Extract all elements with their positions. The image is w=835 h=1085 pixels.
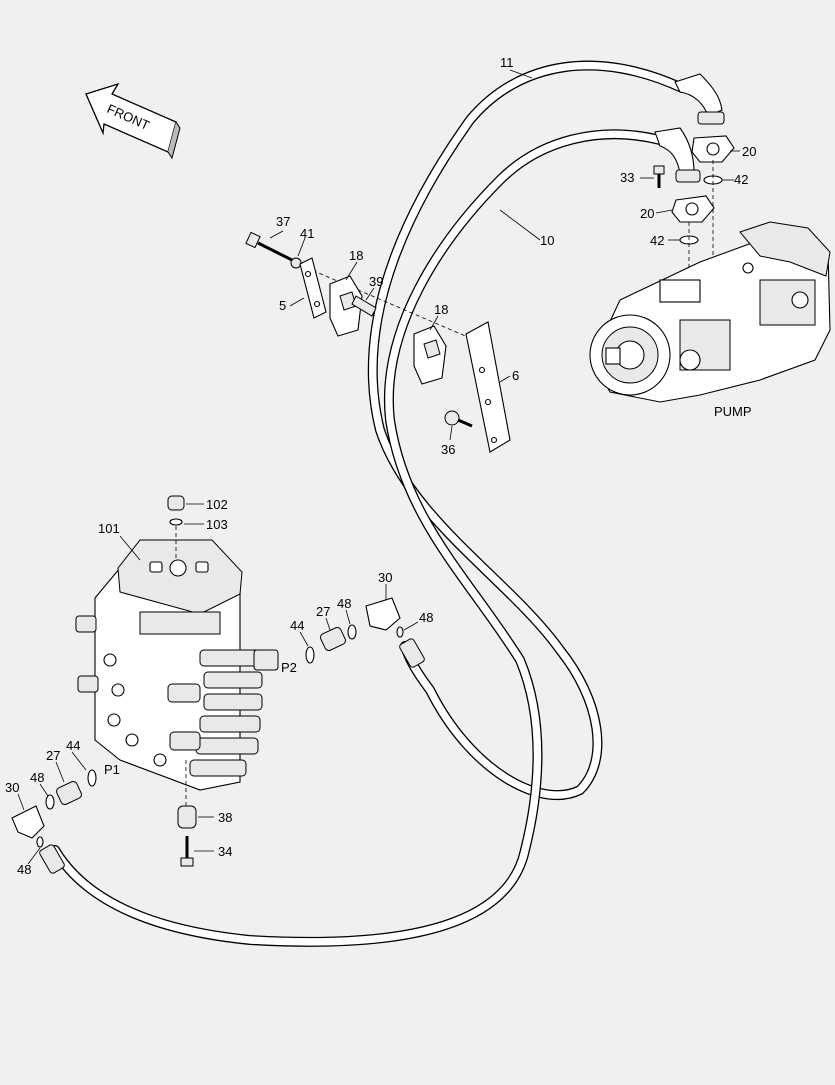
callout-101: 101 — [98, 521, 120, 536]
plate-6 — [465, 321, 511, 453]
callout-30-p1: 30 — [5, 780, 19, 795]
o-ring-103 — [169, 518, 183, 526]
callout-18-upper: 18 — [349, 248, 363, 263]
callout-20-upper: 20 — [742, 144, 756, 159]
nut-41 — [290, 257, 302, 269]
callout-39: 39 — [369, 274, 383, 289]
spacer-39 — [351, 295, 377, 317]
callout-18-lower: 18 — [434, 302, 448, 317]
callout-38: 38 — [218, 810, 232, 825]
elbow-30-p2 — [365, 597, 401, 631]
callout-44-p2: 44 — [290, 618, 304, 633]
adapter-27-p1 — [56, 781, 82, 805]
callout-37: 37 — [276, 214, 290, 229]
callout-10: 10 — [540, 233, 554, 248]
pump-label: PUMP — [714, 404, 752, 419]
callout-30-p2: 30 — [378, 570, 392, 585]
bolt-36 — [444, 410, 473, 428]
hose-end-p2 — [399, 638, 425, 668]
pump: PUMP — [589, 221, 831, 419]
control-valve: P2 P1 — [75, 539, 297, 791]
hose-fitting-upper — [674, 73, 725, 125]
plate-5 — [299, 257, 327, 319]
callout-5: 5 — [279, 298, 286, 313]
front-arrow: FRONT — [85, 82, 181, 160]
spacer-38 — [177, 805, 197, 829]
clamp-18-lower — [413, 325, 447, 385]
bolt-37 — [245, 231, 297, 264]
callout-102: 102 — [206, 497, 228, 512]
clamp-18-upper — [329, 275, 363, 337]
o-ring-48-hose-p1 — [36, 836, 44, 848]
callout-41: 41 — [300, 226, 314, 241]
callout-labels: 11 20 33 42 20 42 10 37 41 18 39 5 18 6 … — [5, 55, 756, 877]
callout-48-hose-p1: 48 — [17, 862, 31, 877]
hose-10 — [50, 129, 665, 947]
spool-bank — [167, 649, 263, 777]
callout-33: 33 — [620, 170, 634, 185]
o-ring-48-hose-p2 — [396, 626, 404, 638]
bolt-34 — [180, 836, 194, 867]
callout-42-lower: 42 — [650, 233, 664, 248]
callout-48-p2: 48 — [337, 596, 351, 611]
adapter-27-p2 — [320, 627, 346, 651]
port-p1-label: P1 — [104, 762, 120, 777]
callout-27-p1: 27 — [46, 748, 60, 763]
callout-11: 11 — [500, 55, 514, 70]
callout-44-p1: 44 — [66, 738, 80, 753]
hose-11 — [367, 60, 687, 800]
callout-20-lower: 20 — [640, 206, 654, 221]
callout-48-p1: 48 — [30, 770, 44, 785]
o-ring-48-p2 — [347, 624, 357, 640]
o-ring-44-p2 — [305, 646, 315, 664]
leader-lines — [17, 69, 740, 865]
o-ring-48-p1 — [45, 794, 55, 810]
callout-34: 34 — [218, 844, 232, 859]
flange-clamp-lower — [671, 195, 715, 223]
plug-102 — [167, 495, 185, 511]
port-p2-label: P2 — [281, 660, 297, 675]
callout-42-upper: 42 — [734, 172, 748, 187]
elbow-30-p1 — [11, 805, 45, 839]
callout-27-p2: 27 — [316, 604, 330, 619]
callout-48-hose-p2: 48 — [419, 610, 433, 625]
bolt-33 — [653, 165, 665, 188]
hose-fitting-lower — [654, 127, 701, 183]
callout-6: 6 — [512, 368, 519, 383]
callout-36: 36 — [441, 442, 455, 457]
hose-end-p1 — [39, 844, 65, 874]
callout-103: 103 — [206, 517, 228, 532]
flange-clamp-upper — [691, 135, 735, 163]
o-ring-44-p1 — [87, 769, 97, 787]
